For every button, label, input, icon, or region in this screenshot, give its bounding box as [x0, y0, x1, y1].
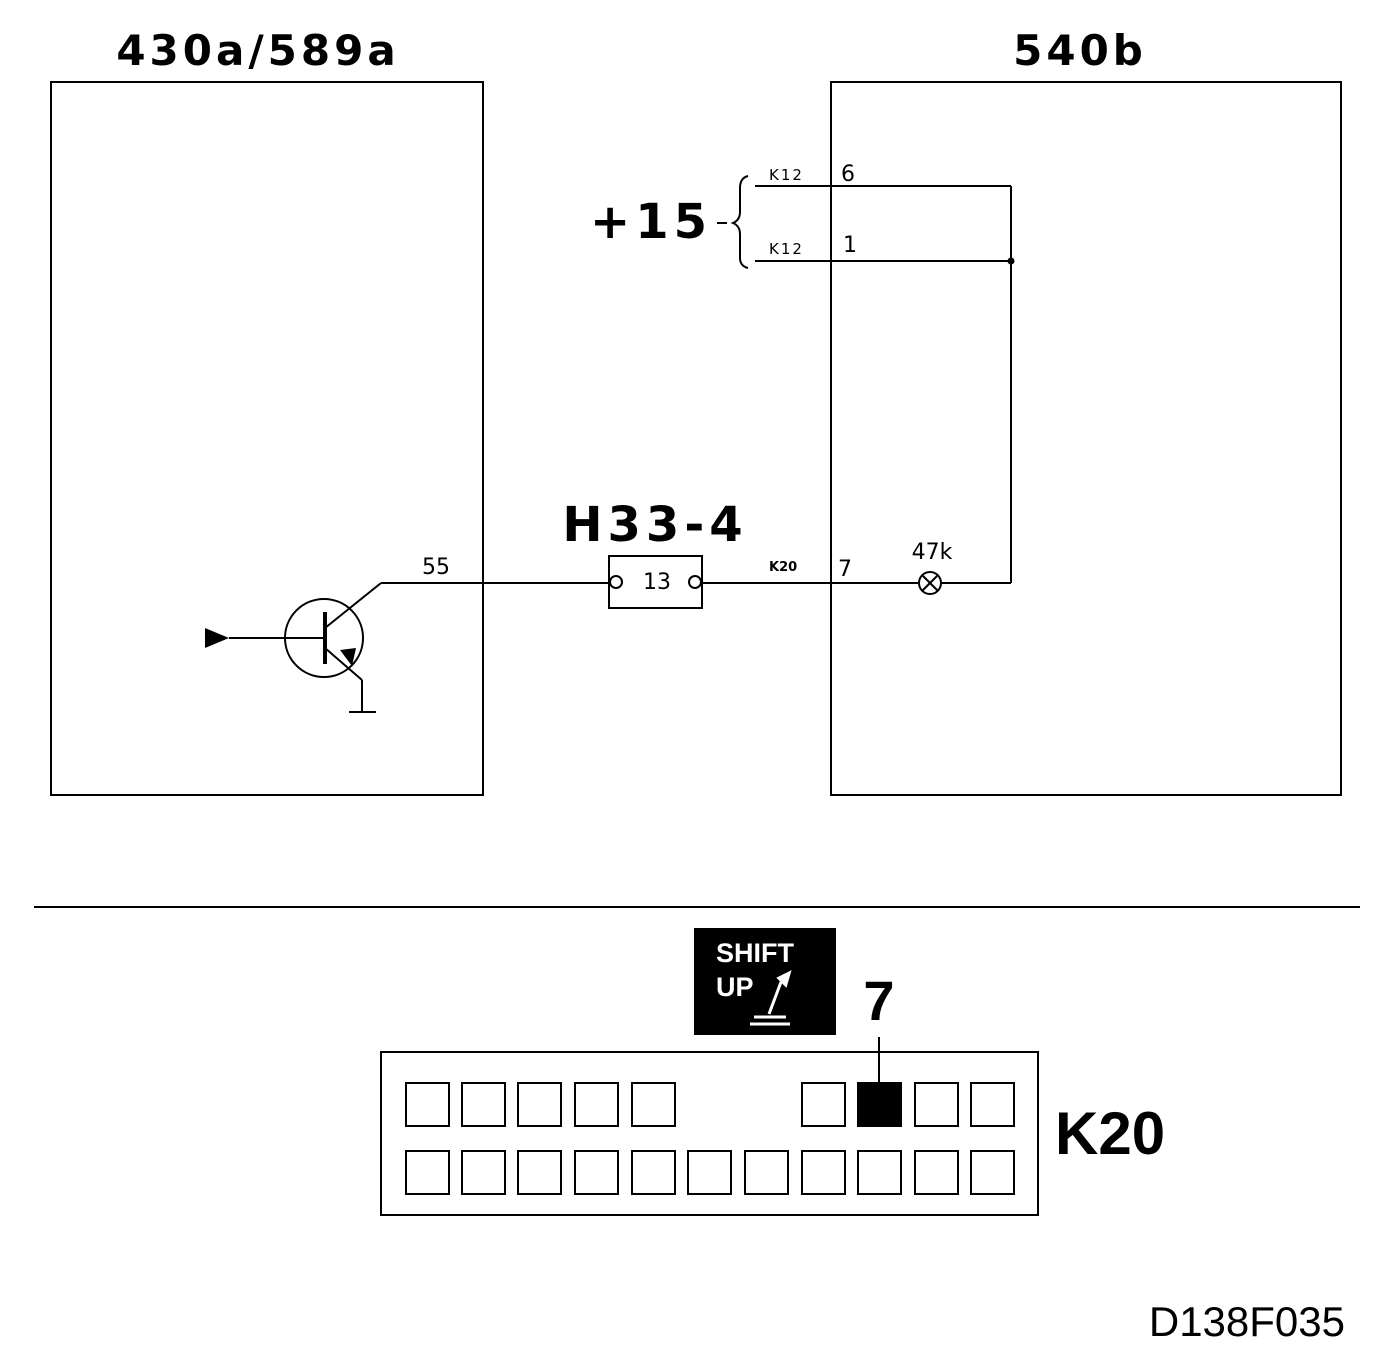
k20-pin-highlighted [857, 1082, 902, 1127]
base-arrow-icon [205, 628, 229, 648]
junction-dot [1007, 257, 1015, 265]
module-box-left [50, 81, 484, 796]
shift-label: SHIFT [716, 938, 795, 968]
lamp-label: 47k [912, 540, 953, 565]
k20-connector-body [380, 1051, 1039, 1216]
k20-pin-top [517, 1082, 562, 1127]
conn-label-top: K12 [769, 166, 804, 184]
reference-code: D138F035 [1149, 1298, 1345, 1345]
module-title-right: 540b [1013, 26, 1147, 75]
pin-callout: 7 [863, 969, 894, 1032]
connector-pin-in [609, 575, 623, 589]
supply-brace [730, 175, 749, 269]
k20-pin-top [631, 1082, 676, 1127]
k20-pin-top [970, 1082, 1015, 1127]
k20-pin-bottom [914, 1150, 959, 1195]
emitter-lead [324, 647, 363, 681]
k20-pin-bottom [517, 1150, 562, 1195]
k20-pin-bottom [970, 1150, 1015, 1195]
collector-lead [324, 582, 382, 629]
k20-pin-top [574, 1082, 619, 1127]
k20-pin-top [801, 1082, 846, 1127]
k20-pin-bottom [744, 1150, 789, 1195]
k20-pin-top [461, 1082, 506, 1127]
pin-label-top: 6 [841, 162, 855, 187]
conn-label-bottom: K12 [769, 240, 804, 258]
k20-pin-top [405, 1082, 450, 1127]
gear-lever-icon [750, 970, 792, 1026]
k20-pins-bottom-row [405, 1150, 1015, 1195]
up-label: UP [716, 972, 754, 1002]
k20-pin-bottom [801, 1150, 846, 1195]
connector-pin-out [688, 575, 702, 589]
conn-label-k20: K20 [769, 560, 797, 575]
pin-label-7: 7 [838, 557, 852, 582]
module-box-right [830, 81, 1342, 796]
module-title-left: 430a/589a [116, 26, 399, 75]
pin-label-55: 55 [422, 555, 450, 580]
pin-label-bottom: 1 [843, 233, 857, 258]
k20-pin-bottom [857, 1150, 902, 1195]
k20-pins-top-row [405, 1082, 1015, 1127]
connector-pin-number: 13 [643, 570, 671, 595]
k20-pin-bottom [687, 1150, 732, 1195]
k20-pin-bottom [405, 1150, 450, 1195]
k20-pin-bottom [574, 1150, 619, 1195]
connector-title: H33-4 [562, 497, 747, 553]
k20-pin-bottom [461, 1150, 506, 1195]
k20-pin-bottom [631, 1150, 676, 1195]
k20-label: K20 [1055, 1100, 1165, 1167]
lamp-cross-b [921, 574, 939, 592]
k20-pin-top [914, 1082, 959, 1127]
supply-label: +15 [590, 194, 712, 250]
emitter-arrow-icon [340, 648, 356, 666]
